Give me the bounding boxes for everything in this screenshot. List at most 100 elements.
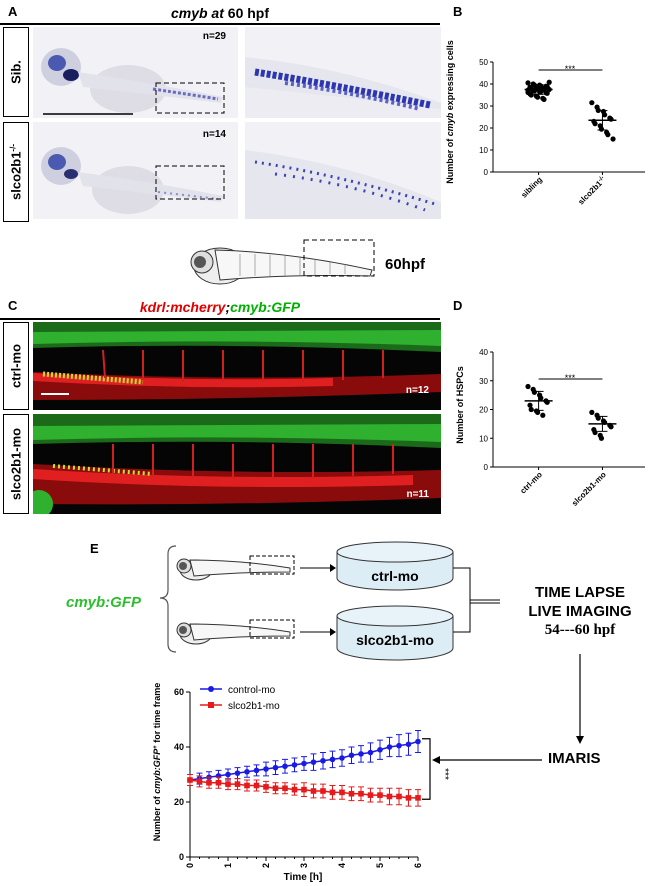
chart-b-ytick-label: 30: [479, 102, 488, 111]
chart-e-point-control-mo: [415, 738, 421, 745]
n-count-sibling: n=29: [202, 31, 226, 42]
panel-a-title: cmyb at 60 hpf: [0, 5, 440, 21]
chart-e-point-control-mo: [244, 768, 250, 775]
chart-e-significance-bracket: [422, 738, 431, 800]
time-lapse-line1: TIME LAPSE: [534, 584, 625, 601]
chart-d-ytick-label: 10: [479, 434, 488, 443]
panel-c-label: C: [8, 298, 18, 313]
chart-e-legend-marker-control-mo: [208, 686, 214, 692]
chart-e-legend-label-control-mo: control-mo: [228, 685, 276, 696]
chart-d-data-point: [527, 402, 533, 408]
chart-d-ytick-label: 20: [479, 406, 488, 415]
embryo-image-sibling: n=29: [33, 27, 238, 118]
panel-a-rule: [0, 23, 440, 25]
time-lapse-text: TIME LAPSE LIVE IMAGING 54---60 hpf: [500, 583, 660, 640]
schematic-stage-label: 60hpf: [385, 256, 426, 273]
cmyb-gfp-line-label: cmyb:GFP: [66, 594, 142, 611]
chart-b-ytick-label: 20: [479, 124, 488, 133]
chart-b-data-point: [598, 126, 605, 132]
chart-b-xtick-label: slco2b1-/-: [576, 175, 607, 206]
chart-e-point-control-mo: [310, 759, 317, 765]
chart-d-data-point: [538, 395, 544, 401]
chart-e-point-slco2b1-mo: [263, 784, 269, 790]
chart-b-data-point: [538, 89, 544, 95]
panel-c-title-sep: ;: [225, 299, 231, 315]
chart-d-data-point: [535, 409, 541, 415]
chart-e-point-slco2b1-mo: [377, 792, 383, 798]
chart-e-point-slco2b1-mo: [272, 785, 279, 792]
chart-e-point-control-mo: [282, 763, 288, 770]
chart-e-point-slco2b1-mo: [215, 779, 222, 786]
chart-e-point-control-mo: [301, 760, 307, 767]
chart-e-point-slco2b1-mo: [282, 785, 288, 792]
chart-b-ytick-label: 40: [479, 80, 488, 89]
chart-d-data-point: [592, 429, 598, 436]
chart-b-data-point: [544, 90, 550, 96]
chart-d-xtick-label: slco2b1-mo: [570, 470, 608, 508]
chart-e-point-control-mo: [253, 767, 260, 774]
imaris-label: IMARIS: [548, 750, 601, 767]
chart-e-point-slco2b1-mo: [234, 781, 241, 787]
chart-e-legend-marker-slco2b1-mo: [208, 702, 214, 708]
chart-d-ytick-label: 0: [484, 463, 489, 472]
chart-e-point-control-mo: [263, 766, 269, 772]
chart-e-point-control-mo: [367, 749, 374, 756]
chart-e-point-control-mo: [396, 742, 402, 749]
chart-b-data-point: [610, 136, 616, 142]
disk-slco2b1-mo: [336, 605, 454, 661]
chart-e-point-slco2b1-mo: [187, 777, 193, 783]
chart-e-point-slco2b1-mo: [329, 789, 336, 796]
chart-e-point-slco2b1-mo: [244, 782, 250, 789]
chart-e-legend-label-slco2b1-mo: slco2b1-mo: [228, 701, 280, 712]
chart-b-data-point: [589, 100, 595, 106]
panel-a-title-stage: 60 hpf: [223, 5, 270, 21]
chart-e-point-slco2b1-mo: [367, 792, 374, 798]
chart-e-point-control-mo: [234, 770, 241, 776]
chart-b-data-point: [605, 132, 611, 138]
n-count-slco2b1-mo: n=11: [406, 489, 429, 500]
chart-e-point-slco2b1-mo: [253, 782, 260, 789]
chart-e-xtick-label: 5: [375, 863, 385, 868]
chart-e-point-slco2b1-mo: [310, 788, 317, 794]
panel-a-label: A: [8, 4, 18, 19]
chart-d-data-point: [598, 435, 605, 441]
chart-e-xtick-label: 0: [185, 863, 195, 868]
chart-d-data-point: [525, 383, 531, 390]
chart-e-point-slco2b1-mo: [386, 793, 393, 800]
chart-e-point-slco2b1-mo: [396, 793, 402, 800]
chart-e-point-slco2b1-mo: [291, 786, 298, 793]
chart-d-data-point: [589, 409, 595, 415]
chart-d-data-point: [528, 406, 534, 413]
micrograph-ctrl-mo: n=12: [33, 322, 441, 410]
chart-e-point-control-mo: [329, 756, 336, 763]
panel-c-rule: [0, 318, 440, 320]
chart-e-point-slco2b1-mo: [320, 788, 326, 794]
panel-c-title-green: cmyb:GFP: [230, 299, 301, 315]
chart-e-ytick-label: 60: [174, 687, 184, 697]
chart-b-data-point: [592, 121, 598, 127]
chart-d-significance: ***: [565, 373, 576, 383]
micrograph-slco2b1-mo: n=11: [33, 414, 441, 514]
micrograph-drawing-slco2b1: [33, 414, 441, 514]
chart-e-xtick-label: 1: [223, 863, 233, 868]
chart-b-ytick-label: 10: [479, 146, 488, 155]
zoom-drawing-sibling: [245, 57, 441, 118]
chart-e-point-control-mo: [348, 752, 355, 759]
chart-b-ylabel: Number of cmyb expressing cells: [445, 40, 455, 184]
chart-b-ytick-label: 50: [479, 58, 488, 67]
chart-d-data-point: [531, 389, 537, 395]
chart-e-point-slco2b1-mo: [206, 779, 212, 786]
time-lapse-hours: 54---60 hpf: [544, 622, 616, 638]
chart-e-point-control-mo: [272, 764, 279, 771]
down-arrow: [576, 654, 584, 744]
disk-label-ctrl-mo: ctrl-mo: [371, 568, 419, 584]
chart-e-point-control-mo: [291, 762, 298, 768]
panel-e-label: E: [90, 541, 99, 556]
embryo-schematic: [190, 239, 375, 285]
chart-b-data-point: [535, 94, 541, 100]
disk-label-slco2b1-mo: slco2b1-mo: [356, 632, 434, 648]
chart-e-point-slco2b1-mo: [415, 795, 421, 801]
